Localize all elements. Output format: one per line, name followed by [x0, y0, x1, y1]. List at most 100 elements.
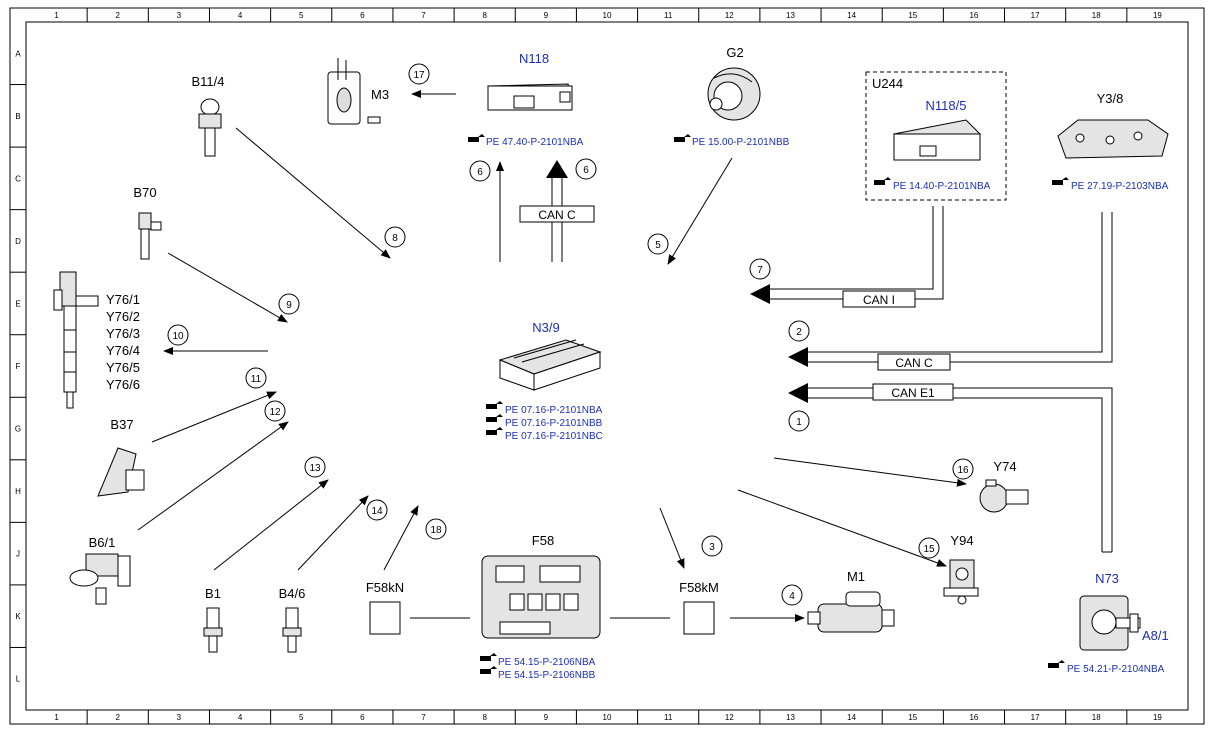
f58-label: F58 [532, 533, 554, 548]
pointing-hand-icon [480, 653, 497, 661]
grid-column-label: 1 [54, 713, 59, 722]
can-c-label: CAN C [877, 353, 951, 371]
g2-alternator[interactable]: G2 PE 15.00-P-2101NBB [674, 45, 790, 148]
grid-column-label: 2 [116, 713, 121, 722]
b1-sensor[interactable]: B1 [203, 586, 223, 653]
n73-reference[interactable]: PE 54.21-P-2104NBA [1067, 664, 1165, 675]
f58-reference-1[interactable]: PE 54.15-P-2106NBA [498, 657, 596, 668]
y76-4-label: Y76/4 [106, 343, 140, 358]
can-bus-arrowheads [750, 284, 808, 403]
f58-reference-2[interactable]: PE 54.15-P-2106NBB [498, 670, 596, 681]
y76-injectors[interactable]: Y76/1 Y76/2 Y76/3 Y76/4 Y76/5 Y76/6 [53, 271, 140, 409]
b11-4-label: B11/4 [191, 74, 224, 89]
pressure-regulator-valve-icon [979, 483, 1009, 513]
y74-valve[interactable]: Y74 [979, 459, 1029, 513]
grid-column-label: 11 [664, 713, 673, 722]
y3-8-transmission-control[interactable]: Y3/8 PE 27.19-P-2103NBA [1052, 91, 1169, 192]
m1-starter[interactable]: M1 [807, 569, 895, 633]
arrow-6-right: 6 [583, 165, 589, 176]
f58-fuse-box[interactable]: F58 PE 54.15-P-2106NBA PE 54.15-P-2106NB… [480, 533, 601, 681]
b37-label: B37 [110, 417, 133, 432]
grid-column-label: 8 [482, 11, 487, 20]
can-c-top-label: CAN C [519, 205, 595, 223]
arrow-11: 11 [251, 374, 262, 385]
arrow-8: 8 [392, 233, 398, 244]
grid-column-label: 17 [1031, 713, 1040, 722]
n3-9-label: N3/9 [532, 320, 559, 335]
pointing-hand-icon [486, 427, 503, 435]
n73-label: N73 [1095, 571, 1119, 586]
n118-label: N118 [519, 51, 549, 66]
grid-column-label: 18 [1092, 713, 1101, 722]
grid-column-label: 15 [908, 11, 917, 20]
grid-column-label: 6 [360, 11, 365, 20]
grid-row-label: A [15, 49, 21, 58]
grid-column-label: 17 [1031, 11, 1040, 20]
grid-column-label: 7 [421, 713, 426, 722]
grid-row-label: G [15, 425, 21, 434]
can-e1-label: CAN E1 [872, 383, 954, 401]
y94-valve[interactable]: Y94 [943, 533, 979, 605]
grid-column-label: 5 [299, 713, 304, 722]
rail-pressure-sensor-icon [285, 607, 299, 631]
starter-motor-icon [817, 603, 883, 633]
n118-reference[interactable]: PE 47.40-P-2101NBA [486, 137, 584, 148]
grid-row-label: H [15, 487, 21, 496]
n118-5-label: N118/5 [926, 98, 967, 113]
arrow-12: 12 [269, 407, 281, 418]
n73-ignition-switch[interactable]: N73 A8/1 PE 54.21-P-2104NBA [1048, 571, 1169, 675]
f58km-relay[interactable]: F58kM [679, 580, 719, 635]
f58km-label: F58kM [679, 580, 719, 595]
grid-row-label: J [16, 550, 20, 559]
b70-sensor[interactable]: B70 [133, 185, 162, 260]
n118-5-reference[interactable]: PE 14.40-P-2101NBA [893, 181, 991, 192]
n3-9-engine-control-unit[interactable]: N3/9 PE 07.16-P-2101NBA PE 07.16-P-2101N… [486, 320, 603, 442]
m3-fuel-pump[interactable]: M3 [327, 58, 389, 125]
b11-4-sensor[interactable]: B11/4 [191, 74, 225, 157]
grid-row-label: E [15, 299, 20, 308]
grid-column-label: 5 [299, 11, 304, 20]
b37-pedal-sensor[interactable]: B37 [97, 417, 145, 497]
pointing-hand-icon [1048, 660, 1065, 668]
pointing-hand-icon [486, 414, 503, 422]
y76-3-label: Y76/3 [106, 326, 140, 341]
y74-label: Y74 [993, 459, 1016, 474]
grid-column-label: 19 [1153, 11, 1162, 20]
b4-6-sensor[interactable]: B4/6 [279, 586, 306, 653]
grid-column-label: 6 [360, 713, 365, 722]
f58kn-relay[interactable]: F58kN [366, 580, 404, 635]
arrow-17: 17 [413, 70, 425, 81]
arrow-10: 10 [172, 331, 184, 342]
grid-column-label: 8 [482, 713, 487, 722]
pointing-hand-icon [1052, 177, 1069, 185]
grid-column-label: 2 [116, 11, 121, 20]
u244-group: U244 [865, 71, 1007, 201]
n118-5-control-unit[interactable]: N118/5 PE 14.40-P-2101NBA [874, 98, 991, 192]
grid-column-label: 12 [725, 11, 734, 20]
u244-label: U244 [872, 76, 903, 91]
arrow-numbers: 17 6 6 5 7 8 9 10 11 12 13 14 18 3 4 2 1… [172, 70, 969, 602]
grid-column-label: 4 [238, 713, 243, 722]
svg-text:CAN C: CAN C [895, 356, 933, 370]
svg-text:CAN I: CAN I [863, 293, 895, 307]
y3-8-label: Y3/8 [1097, 91, 1124, 106]
b4-6-label: B4/6 [279, 586, 306, 601]
n118-control-unit[interactable]: N118 PE 47.40-P-2101NBA [468, 51, 584, 148]
g2-reference[interactable]: PE 15.00-P-2101NBB [692, 137, 790, 148]
temperature-sensor-icon [200, 98, 220, 116]
n3-9-reference-3[interactable]: PE 07.16-P-2101NBC [505, 431, 603, 442]
m3-label: M3 [371, 87, 389, 102]
grid-row-label: F [16, 362, 21, 371]
pointing-hand-icon [486, 401, 503, 409]
can-i-label: CAN I [842, 290, 916, 308]
grid-column-label: 3 [177, 713, 182, 722]
grid-column-label: 16 [969, 713, 978, 722]
arrow-6-left: 6 [477, 167, 483, 178]
n3-9-reference-1[interactable]: PE 07.16-P-2101NBA [505, 405, 603, 416]
grid-column-label: 13 [786, 713, 795, 722]
y3-8-reference[interactable]: PE 27.19-P-2103NBA [1071, 181, 1169, 192]
b6-1-camshaft-sensor[interactable]: B6/1 [69, 535, 131, 605]
n3-9-reference-2[interactable]: PE 07.16-P-2101NBB [505, 418, 603, 429]
